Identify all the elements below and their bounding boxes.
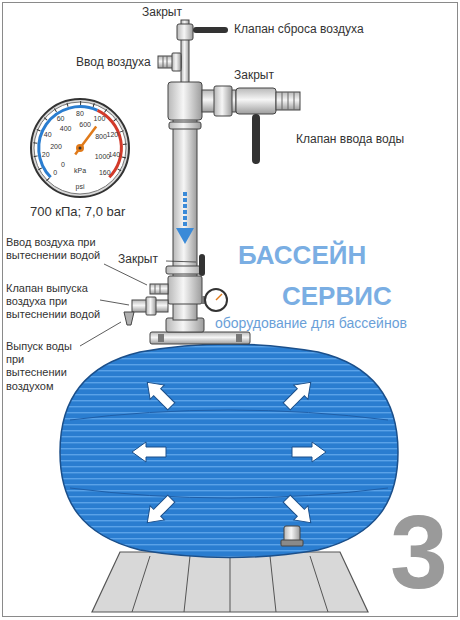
- stand-leg: [270, 556, 276, 612]
- valve-label: Клапан выпуска воздуха при вытеснении во…: [6, 282, 102, 322]
- valve-handle: [193, 27, 228, 33]
- tank-flange: [150, 332, 250, 344]
- gauge-scale-number: 400: [60, 125, 72, 132]
- pressure-reading: 700 кПа; 7,0 bar: [30, 204, 125, 220]
- watermark: оборудование для бассейнов: [215, 315, 407, 332]
- fitting-nut: [172, 53, 181, 71]
- tank-band: [70, 488, 388, 498]
- hose-connector: [276, 92, 300, 110]
- drain-nut: [281, 540, 303, 546]
- pressure-arrow: [292, 442, 326, 462]
- water-outlet-spout: [124, 312, 134, 325]
- thread-line: [167, 56, 168, 68]
- fitting-nut: [146, 297, 156, 315]
- flow-arrow-head: [176, 228, 194, 244]
- gauge-scale-number: 100: [94, 115, 106, 122]
- gauge-scale-number: 20: [42, 151, 50, 158]
- arrow-shape: [140, 492, 178, 530]
- tank-band: [70, 410, 388, 420]
- figure-number: 3: [390, 500, 448, 604]
- gauge-scale-number: 0: [61, 161, 65, 168]
- pressure-arrow: [280, 375, 318, 413]
- gauge-scale-number: 1000: [95, 153, 111, 160]
- arrow-shape: [140, 375, 178, 413]
- leader-line: [104, 264, 147, 285]
- state-label: Закрыт: [142, 5, 182, 19]
- outlet-label: Выпуск воды при вытеснении воздухом: [6, 340, 80, 393]
- lower-valve-body: [168, 276, 202, 304]
- gauge-scale-number: 0: [53, 169, 57, 176]
- stand-leg: [184, 556, 190, 612]
- pressure-gauge: [31, 99, 129, 197]
- gauge-scale-number: 200: [50, 143, 62, 150]
- stand-leg: [310, 556, 328, 612]
- air-release-valve: [177, 24, 193, 40]
- watermark: БАССЕЙН: [238, 240, 366, 271]
- gauge-scale-number: 120: [106, 131, 118, 138]
- filter-stand: [92, 552, 368, 612]
- valve-label: Клапан ввода воды: [296, 132, 404, 146]
- small-gauge-needle: [216, 294, 222, 300]
- thread-line: [294, 92, 295, 110]
- gauge-scale-number: 800: [95, 133, 107, 140]
- pressure-arrow: [132, 442, 166, 462]
- state-label: Закрыт: [118, 252, 158, 266]
- filter-tank: [60, 344, 398, 558]
- thread-line: [163, 56, 164, 68]
- valve-label: Клапан сброса воздуха: [234, 22, 364, 36]
- stand-leg: [132, 556, 150, 612]
- thread-line: [160, 284, 161, 294]
- gauge-hub-center: [79, 147, 82, 150]
- leader-line: [100, 300, 129, 305]
- flange-bolt: [158, 334, 164, 342]
- arrow-shape: [280, 375, 318, 413]
- union-nut: [214, 86, 232, 116]
- inlet-label: Ввод воздуха: [76, 55, 151, 69]
- thread-line: [288, 92, 289, 110]
- pressure-arrow: [140, 492, 178, 530]
- air-inlet-nipple: [150, 284, 168, 294]
- small-gauge: [205, 289, 227, 311]
- leader-line: [166, 261, 196, 262]
- gauge-scale-number: 60: [57, 115, 65, 122]
- stand-leg: [230, 556, 231, 612]
- valve-handle: [199, 254, 205, 276]
- arrow-shape: [132, 442, 166, 462]
- pressure-arrow: [280, 492, 318, 530]
- gauge-scale-number: 40: [44, 131, 52, 138]
- gauge-scale-number: 80: [76, 110, 84, 117]
- gauge-unit: kPa: [74, 167, 86, 174]
- gauge-scale-number: 600: [79, 121, 91, 128]
- arrow-shape: [280, 492, 318, 530]
- gauge-blue-arc: [39, 107, 98, 178]
- gauge-unit: psi: [76, 183, 85, 190]
- valve-collar: [166, 266, 204, 274]
- pipe-collar: [169, 122, 201, 129]
- gauge-hub: [76, 144, 84, 152]
- valve-handle: [252, 114, 260, 164]
- flow-arrow-stem: [183, 192, 187, 228]
- gauge-needle: [75, 126, 96, 154]
- gauge-face: [34, 102, 126, 194]
- water-inlet-valve: [236, 88, 276, 114]
- leader-line: [80, 322, 121, 346]
- tee-fitting: [168, 82, 202, 120]
- watermark: СЕРВИС: [282, 281, 392, 312]
- gauge-ticks: [35, 103, 125, 180]
- state-label: Закрыт: [234, 68, 274, 82]
- inlet-label: Ввод воздуха при вытеснении водой: [6, 236, 106, 262]
- gauge-scale-number: 160: [99, 169, 111, 176]
- flange-bolt: [236, 334, 242, 342]
- arrow-shape: [292, 442, 326, 462]
- frame: [3, 3, 458, 617]
- pressure-arrow: [140, 375, 178, 413]
- thread-line: [155, 284, 156, 294]
- thread-line: [282, 92, 283, 110]
